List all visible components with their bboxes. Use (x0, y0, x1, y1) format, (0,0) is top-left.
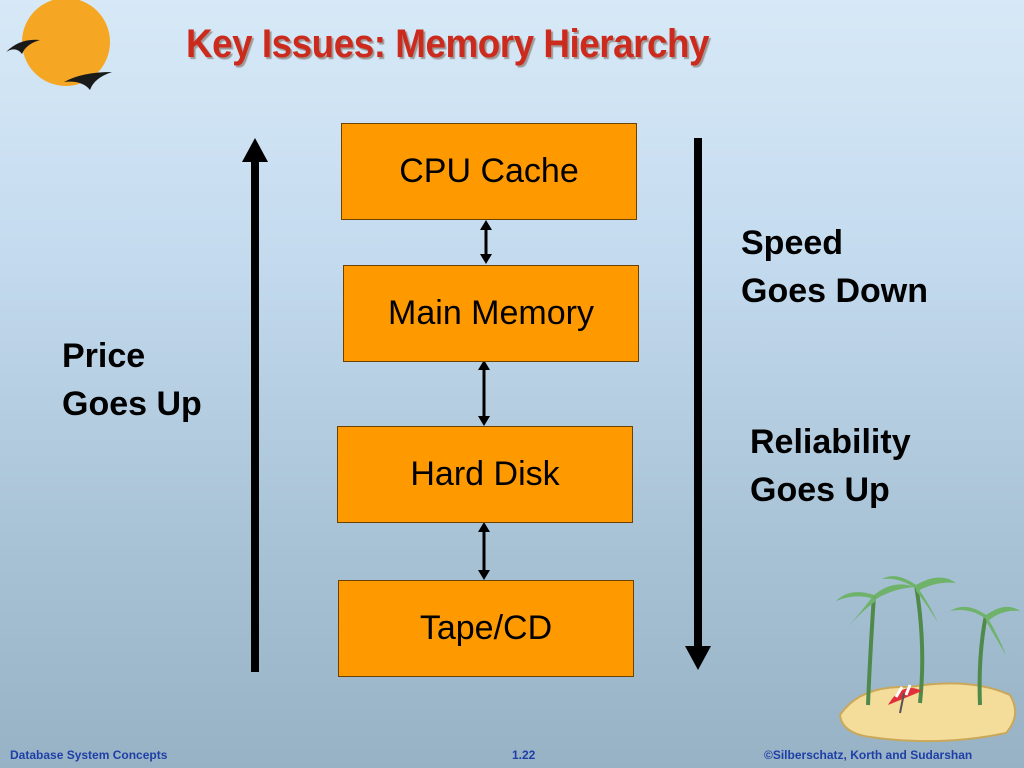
connector-cache-memory (480, 220, 492, 264)
footer-course: Database System Concepts (10, 748, 168, 762)
price-label: Price Goes Up (62, 332, 202, 428)
reliability-label-line2: Goes Up (750, 471, 890, 509)
sun-with-birds-logo (6, 0, 112, 90)
box-tape-cd: Tape/CD (338, 580, 634, 677)
price-label-line1: Price (62, 337, 146, 375)
slide-title: Key Issues: Memory Hierarchy (186, 22, 710, 66)
box-main-memory: Main Memory (343, 265, 639, 362)
box-cpu-cache: CPU Cache (341, 123, 637, 220)
box-hard-disk: Hard Disk (337, 426, 633, 523)
speed-down-arrow (685, 138, 711, 670)
palm-island-clipart (836, 576, 1020, 743)
reliability-label-line1: Reliability (750, 423, 911, 461)
connector-disk-tape (478, 522, 490, 580)
speed-label-line2: Goes Down (741, 272, 929, 310)
price-label-line2: Goes Up (62, 385, 202, 423)
reliability-label: Reliability Goes Up (750, 418, 911, 514)
speed-label-line1: Speed (741, 224, 844, 262)
connector-memory-disk (478, 360, 490, 426)
footer-copyright: ©Silberschatz, Korth and Sudarshan (764, 748, 973, 762)
footer-page-number: 1.22 (512, 748, 536, 762)
price-up-arrow (242, 138, 268, 672)
speed-label: Speed Goes Down (741, 219, 928, 315)
